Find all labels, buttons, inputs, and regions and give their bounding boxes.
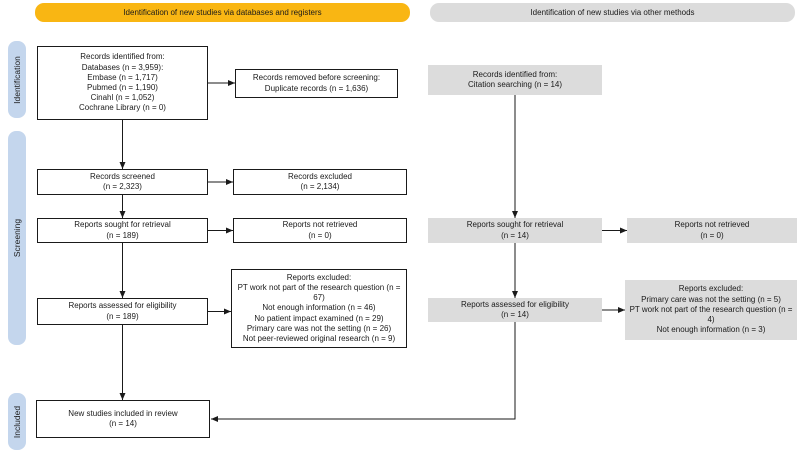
- box-records-removed: Records removed before screening: Duplic…: [235, 69, 398, 98]
- box-records-screened: Records screened (n = 2,323): [37, 169, 208, 195]
- box-records-identified-databases: Records identified from: Databases (n = …: [37, 46, 208, 120]
- stage-label-identification-text: Identification: [12, 55, 23, 104]
- stage-label-included: Included: [8, 393, 26, 450]
- box-records-identified-citation: Records identified from: Citation search…: [428, 65, 602, 95]
- stage-label-included-text: Included: [12, 405, 23, 438]
- box-reports-assessed-other: Reports assessed for eligibility (n = 14…: [428, 298, 602, 322]
- header-other-methods: Identification of new studies via other …: [430, 3, 795, 22]
- box-reports-sought-databases: Reports sought for retrieval (n = 189): [37, 218, 208, 243]
- stage-label-screening: Screening: [8, 131, 26, 345]
- box-reports-not-retrieved-databases: Reports not retrieved (n = 0): [233, 218, 407, 243]
- box-reports-sought-other: Reports sought for retrieval (n = 14): [428, 218, 602, 243]
- box-reports-excluded-other: Reports excluded: Primary care was not t…: [625, 280, 797, 340]
- box-reports-assessed-databases: Reports assessed for eligibility (n = 18…: [37, 298, 208, 325]
- stage-label-identification: Identification: [8, 41, 26, 118]
- header-databases-registers: Identification of new studies via databa…: [35, 3, 410, 22]
- box-reports-excluded-databases: Reports excluded: PT work not part of th…: [231, 269, 407, 348]
- box-records-excluded: Records excluded (n = 2,134): [233, 169, 407, 195]
- box-reports-not-retrieved-other: Reports not retrieved (n = 0): [627, 218, 797, 243]
- stage-label-screening-text: Screening: [12, 218, 22, 258]
- box-new-studies-included: New studies included in review (n = 14): [36, 400, 210, 438]
